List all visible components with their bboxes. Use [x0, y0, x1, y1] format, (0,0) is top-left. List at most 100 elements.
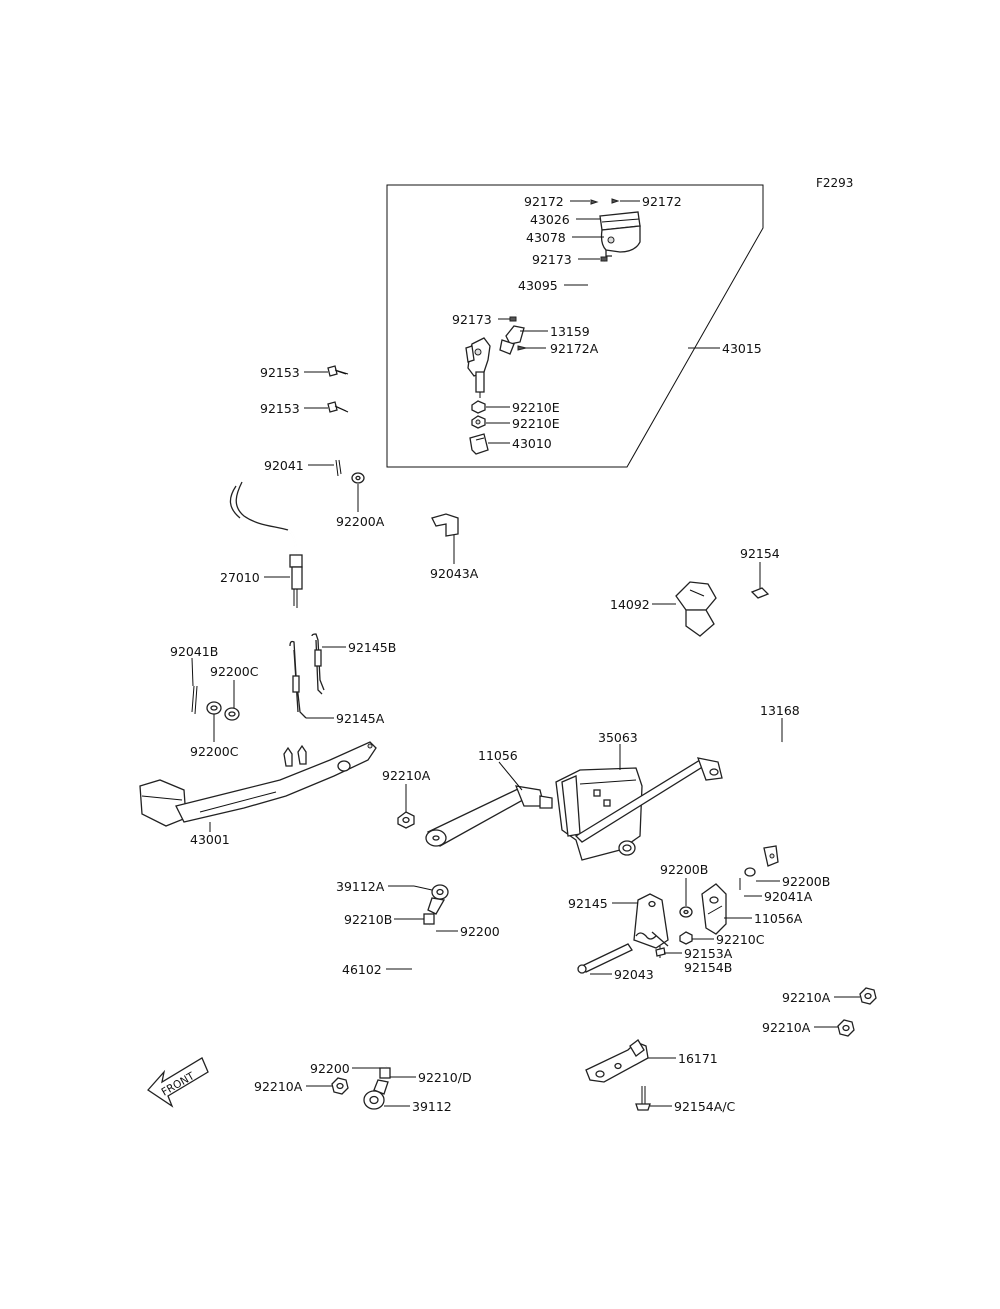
label-92172-left: 92172 — [524, 194, 564, 209]
part-92173-clamp-lower — [509, 316, 517, 322]
part-14092-cover — [675, 581, 717, 637]
label-92041A: 92041A — [764, 889, 813, 904]
label-92210B: 92210B — [344, 912, 392, 927]
part-92153-bolt-upper — [327, 365, 349, 377]
label-13168: 13168 — [760, 703, 800, 718]
label-92043: 92043 — [614, 967, 654, 982]
label-92200B-right: 92200B — [782, 874, 830, 889]
label-16171: 16171 — [678, 1051, 718, 1066]
label-39112: 39112 — [412, 1099, 452, 1114]
part-92210C-nut — [679, 931, 693, 945]
part-16171-bracket — [585, 1039, 649, 1083]
label-43015: 43015 — [722, 341, 762, 356]
label-92210C: 92210C — [716, 932, 765, 947]
label-92200C-lower: 92200C — [190, 744, 239, 759]
label-11056: 11056 — [478, 748, 518, 763]
label-92153-upper: 92153 — [260, 365, 300, 380]
part-92041B-cotter-pin — [191, 685, 198, 715]
label-92154: 92154 — [740, 546, 780, 561]
part-11056-lever — [425, 785, 553, 847]
part-92200A-washer — [351, 472, 365, 484]
part-92210A-nut-upper-right — [859, 987, 877, 1005]
part-92172A-pin — [517, 345, 527, 351]
part-92173-clamp-upper — [600, 256, 608, 262]
figure-ref: F2293 — [816, 176, 853, 190]
part-43078-reservoir — [600, 225, 641, 257]
part-39112-rod-end — [363, 1079, 389, 1110]
label-92043A: 92043A — [430, 566, 479, 581]
label-92210E-lower: 92210E — [512, 416, 560, 431]
label-27010: 27010 — [220, 570, 260, 585]
label-92145: 92145 — [568, 896, 608, 911]
label-43026: 43026 — [530, 212, 570, 227]
label-92154AC: 92154A/C — [674, 1099, 736, 1114]
label-13159: 13159 — [550, 324, 590, 339]
part-13159-fitting — [499, 325, 525, 355]
part-92210A-nut-lower-right — [837, 1019, 855, 1037]
part-92145-spring-bracket — [633, 893, 669, 949]
label-92153-lower: 92153 — [260, 401, 300, 416]
label-92210D: 92210/D — [418, 1070, 472, 1085]
part-92043A-bracket — [431, 513, 459, 537]
part-92153A-bolt — [655, 946, 666, 958]
part-92172-pin-left — [590, 199, 599, 205]
part-92153-bolt-lower — [327, 401, 349, 413]
label-92200-lower: 92200 — [310, 1061, 350, 1076]
part-92210D-nut — [379, 1067, 391, 1079]
label-35063: 35063 — [598, 730, 638, 745]
part-43001-brake-pedal — [139, 741, 377, 827]
label-11056A: 11056A — [754, 911, 803, 926]
part-35063-bracket — [555, 757, 723, 861]
part-92200C-washer-left — [206, 701, 222, 715]
front-arrow-icon: FRONT — [147, 1057, 209, 1108]
label-92145A: 92145A — [336, 711, 385, 726]
label-92210A-lower-right: 92210A — [762, 1020, 811, 1035]
part-92200B-washer-right — [744, 867, 756, 877]
part-92210A-nut-rod — [331, 1077, 349, 1095]
part-46102-rod — [384, 925, 432, 1067]
label-14092: 14092 — [610, 597, 650, 612]
part-92145A-spring — [289, 640, 307, 719]
part-11056A-lever — [701, 883, 727, 935]
label-92145B: 92145B — [348, 640, 396, 655]
label-43095: 43095 — [518, 278, 558, 293]
label-39112A: 39112A — [336, 879, 385, 894]
part-27010-brake-switch — [229, 481, 303, 608]
label-92200-upper: 92200 — [460, 924, 500, 939]
label-92210A-upper-right: 92210A — [782, 990, 831, 1005]
label-92172-right: 92172 — [642, 194, 682, 209]
part-92154-bolt — [750, 568, 770, 599]
part-92200C-washer-right — [224, 707, 240, 721]
part-43010-clevis — [469, 433, 489, 455]
part-92210E-nut-upper — [471, 400, 486, 414]
label-43010: 43010 — [512, 436, 552, 451]
part-92210A-nut-left — [397, 811, 415, 829]
label-92210A-rod: 92210A — [254, 1079, 303, 1094]
label-92200C-upper: 92200C — [210, 664, 259, 679]
label-92173-upper: 92173 — [532, 252, 572, 267]
part-43095-hose — [515, 261, 606, 316]
part-master-cylinder-body — [465, 337, 491, 398]
part-39112A-rod-end — [413, 884, 449, 915]
label-43078: 43078 — [526, 230, 566, 245]
part-92145B-spring — [311, 633, 325, 695]
part-92154AC-bolt — [635, 1086, 651, 1111]
label-92041: 92041 — [264, 458, 304, 473]
part-92043-pin — [577, 943, 633, 974]
label-43001: 43001 — [190, 832, 230, 847]
label-92200B-center: 92200B — [660, 862, 708, 877]
part-92200B-washer-center — [679, 906, 693, 918]
label-46102: 46102 — [342, 962, 382, 977]
label-92210E-upper: 92210E — [512, 400, 560, 415]
part-92172-pin-right — [611, 198, 620, 204]
label-92173-lower: 92173 — [452, 312, 492, 327]
label-92172A: 92172A — [550, 341, 599, 356]
label-92200A: 92200A — [336, 514, 385, 529]
part-92210B-nut — [423, 913, 435, 925]
label-92210A-left: 92210A — [382, 768, 431, 783]
part-92041-cotter-pin — [335, 459, 342, 477]
label-92153A: 92153A — [684, 946, 733, 961]
label-92154B: 92154B — [684, 960, 732, 975]
leader-lines — [191, 200, 860, 1107]
